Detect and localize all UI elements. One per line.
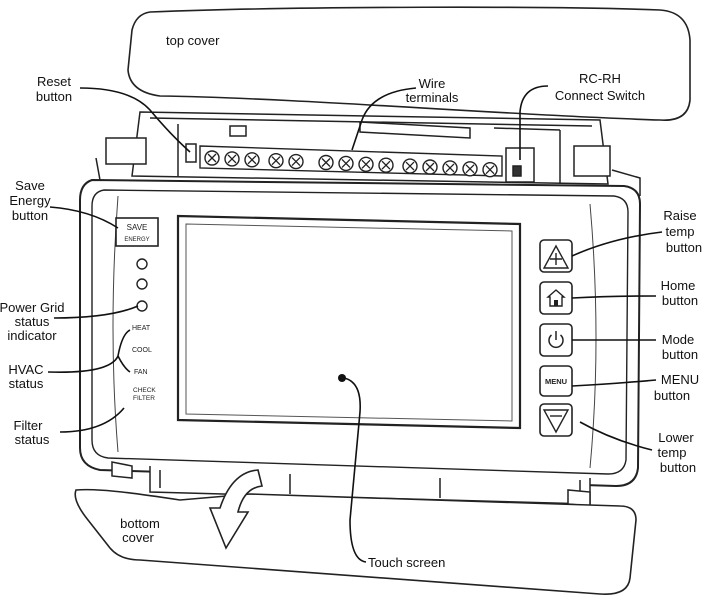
label-save-2: Energy (9, 193, 51, 208)
terminal-screw-slot (291, 157, 301, 167)
label-wire-2: terminals (406, 90, 459, 105)
label-bottom-cover: bottom (120, 516, 160, 531)
menu-button[interactable]: MENU (539, 365, 573, 397)
label-reset-2: button (36, 89, 72, 104)
led-indicator-1 (136, 258, 148, 270)
label-lower-3: button (660, 460, 696, 475)
label-lower: Lower (658, 430, 694, 445)
hvac-fan-label: FAN (134, 369, 148, 376)
label-top-cover: top cover (166, 33, 220, 48)
lower-temp-button[interactable] (539, 403, 573, 437)
label-grid: Power Grid (0, 300, 65, 315)
top-cover (127, 6, 691, 121)
terminal-screw-slot (247, 155, 257, 165)
terminal-screw-slot (321, 158, 331, 167)
terminal-screw-slot (425, 162, 435, 172)
touch-screen[interactable] (176, 214, 522, 430)
svg-text:SAVE: SAVE (127, 223, 148, 232)
label-save: Save (15, 178, 45, 193)
label-rcrh-2: Connect Switch (555, 88, 645, 103)
raise-temp-button[interactable] (539, 239, 573, 273)
label-reset: Reset (37, 74, 71, 89)
led-indicator-2 (136, 278, 148, 290)
label-filter-2: status (15, 432, 50, 447)
label-menu: MENU (661, 372, 699, 387)
save-energy-button[interactable]: SAVE ENERGY (115, 217, 159, 247)
hvac-heat-label: HEAT (132, 325, 151, 332)
label-lower-2: temp (658, 445, 687, 460)
terminal-screw-slot (485, 165, 495, 175)
terminal-screw-slot (227, 154, 237, 164)
terminal-screw-slot (207, 153, 217, 163)
label-hvac-2: status (9, 376, 44, 391)
led-indicator-3 (136, 300, 148, 312)
reset-switch (185, 143, 197, 163)
label-home-2: button (662, 293, 698, 308)
terminal-screw-slot (271, 156, 281, 166)
terminal-screw-slot (381, 160, 391, 170)
minus-triangle-icon (542, 409, 570, 434)
svg-text:MENU: MENU (545, 377, 567, 386)
terminal-screw-slot (405, 161, 415, 171)
label-touch-screen: Touch screen (368, 555, 445, 570)
label-raise-2: temp (666, 224, 695, 239)
label-bottom-cover-2: cover (122, 530, 154, 545)
label-rcrh: RC-RH (579, 71, 621, 86)
label-raise-3: button (666, 240, 702, 255)
label-filter: Filter (14, 418, 44, 433)
label-grid-2: status (15, 314, 50, 329)
label-menu-2: button (654, 388, 690, 403)
terminal-screw-slot (361, 159, 371, 169)
bottom-cover (74, 488, 637, 595)
label-mode: Mode (662, 332, 695, 347)
plus-triangle-icon (542, 244, 570, 269)
label-home: Home (661, 278, 696, 293)
terminal-screw-slot (465, 164, 475, 174)
label-raise: Raise (663, 208, 696, 223)
svg-text:ENERGY: ENERGY (124, 237, 149, 243)
remove-cover-arrow-icon (208, 469, 263, 550)
wire-terminals (199, 145, 503, 178)
home-button[interactable] (539, 281, 573, 315)
label-hvac: HVAC (8, 362, 43, 377)
leader-lines (47, 85, 663, 563)
home-icon (546, 289, 566, 307)
terminal-screw-slot (445, 163, 455, 173)
hvac-cool-label: COOL (132, 347, 152, 354)
filter-filter-label: FILTER (133, 395, 155, 402)
label-save-3: button (12, 208, 48, 223)
label-grid-3: indicator (7, 328, 57, 343)
power-icon (548, 334, 564, 349)
filter-check-label: CHECK (133, 387, 156, 394)
terminal-screw-slot (341, 158, 351, 168)
label-mode-2: button (662, 347, 698, 362)
mode-button[interactable] (539, 323, 573, 357)
label-wire: Wire (419, 76, 446, 91)
terminal-strip (199, 145, 503, 177)
